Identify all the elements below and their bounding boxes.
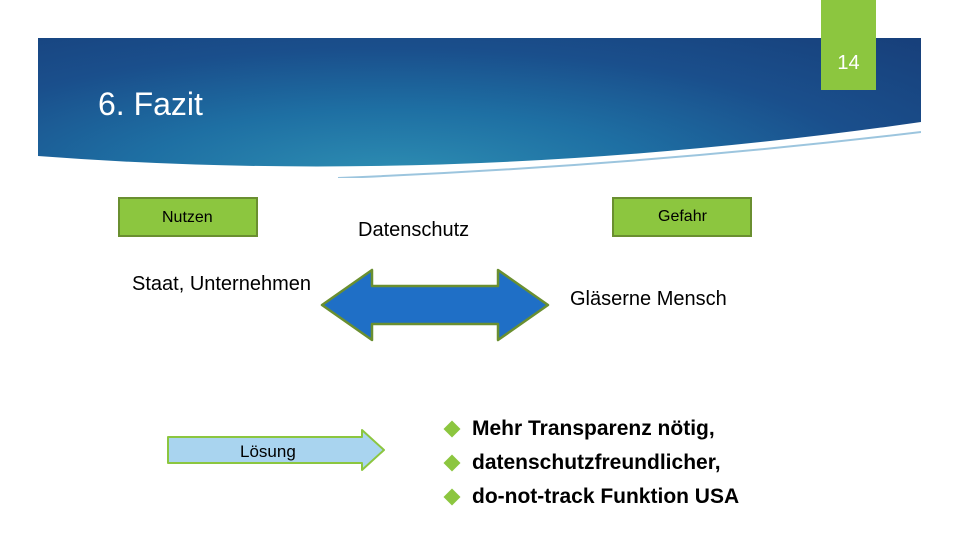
nutzen-box: Nutzen — [118, 197, 258, 237]
conclusion-bullet-list: Mehr Transparenz nötig, datenschutzfreun… — [440, 412, 739, 514]
loesung-arrow-icon — [167, 429, 385, 471]
datenschutz-label: Datenschutz — [358, 219, 470, 241]
loesung-label: Lösung — [240, 442, 296, 461]
diamond-bullet-icon — [443, 488, 461, 506]
nutzen-label: Nutzen — [162, 209, 213, 226]
double-arrow-icon — [320, 268, 550, 342]
bullet-text: do-not-track Funktion USA — [472, 485, 740, 508]
gefahr-box: Gefahr — [612, 197, 752, 237]
gefahr-label: Gefahr — [658, 208, 707, 225]
diamond-bullet-icon — [443, 420, 461, 438]
bullet-item: do-not-track Funktion USA — [440, 480, 739, 514]
bullet-text: Mehr Transparenz nötig, — [472, 417, 715, 440]
bullet-item: Mehr Transparenz nötig, — [440, 412, 739, 446]
slide-number-tab — [821, 0, 876, 90]
banner-swoosh-decoration — [38, 122, 921, 178]
bullet-text: datenschutzfreundlicher, — [472, 451, 721, 474]
slide-title: 6. Fazit — [98, 86, 203, 122]
slide-number: 14 — [837, 52, 860, 74]
bullet-item: datenschutzfreundlicher, — [440, 446, 739, 480]
staat-unternehmen-label: Staat, Unternehmen — [132, 273, 311, 295]
glaserne-mensch-label: Gläserne Mensch — [570, 288, 727, 310]
diamond-bullet-icon — [443, 454, 461, 472]
title-banner — [38, 38, 921, 178]
